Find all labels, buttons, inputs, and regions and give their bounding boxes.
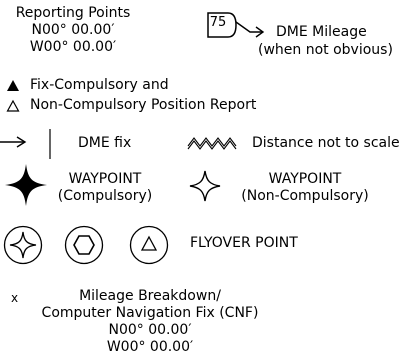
mileage-breakdown-latitude: N00° 00.00′ <box>108 322 192 338</box>
flyover-triangle-icon <box>129 225 169 265</box>
fix-compulsory-label: Fix-Compulsory and <box>30 77 169 93</box>
flyover-vortac-icon <box>64 225 104 265</box>
non-compulsory-label: Non-Compulsory Position Report <box>30 97 257 113</box>
waypoint-non-compulsory-subtitle: (Non-Compulsory) <box>241 188 369 204</box>
cnf-x-marker: x <box>11 291 19 305</box>
dme-mileage-box-icon <box>207 12 237 38</box>
dme-fix-label: DME fix <box>78 135 132 151</box>
dme-fix-icon <box>0 129 51 159</box>
dme-mileage-note: (when not obvious) <box>258 42 393 58</box>
waypoint-compulsory-icon <box>5 164 47 206</box>
dme-mileage-label: DME Mileage <box>276 24 367 40</box>
flyover-point-label: FLYOVER POINT <box>190 235 298 251</box>
dme-mileage-box-value: 75 <box>209 15 227 30</box>
waypoint-non-compulsory-icon <box>189 170 221 202</box>
reporting-points-title: Reporting Points <box>15 5 131 21</box>
mileage-breakdown-longitude: W00° 00.00′ <box>106 339 194 355</box>
dme-arrow-icon <box>235 21 265 38</box>
reporting-points-latitude: N00° 00.00′ <box>31 22 115 38</box>
waypoint-compulsory-subtitle: (Compulsory) <box>57 188 153 204</box>
filled-triangle-icon <box>7 80 19 91</box>
waypoint-compulsory-title: WAYPOINT <box>68 171 142 187</box>
waypoint-non-compulsory-title: WAYPOINT <box>268 171 342 187</box>
flyover-waypoint-icon <box>3 225 43 265</box>
reporting-points-longitude: W00° 00.00′ <box>29 39 117 55</box>
mileage-breakdown-line2: Computer Navigation Fix (CNF) <box>41 305 259 321</box>
distance-not-to-scale-label: Distance not to scale <box>252 135 400 151</box>
mileage-breakdown-line1: Mileage Breakdown/ <box>79 288 221 304</box>
open-triangle-icon <box>6 99 20 112</box>
zigzag-icon <box>187 137 237 150</box>
